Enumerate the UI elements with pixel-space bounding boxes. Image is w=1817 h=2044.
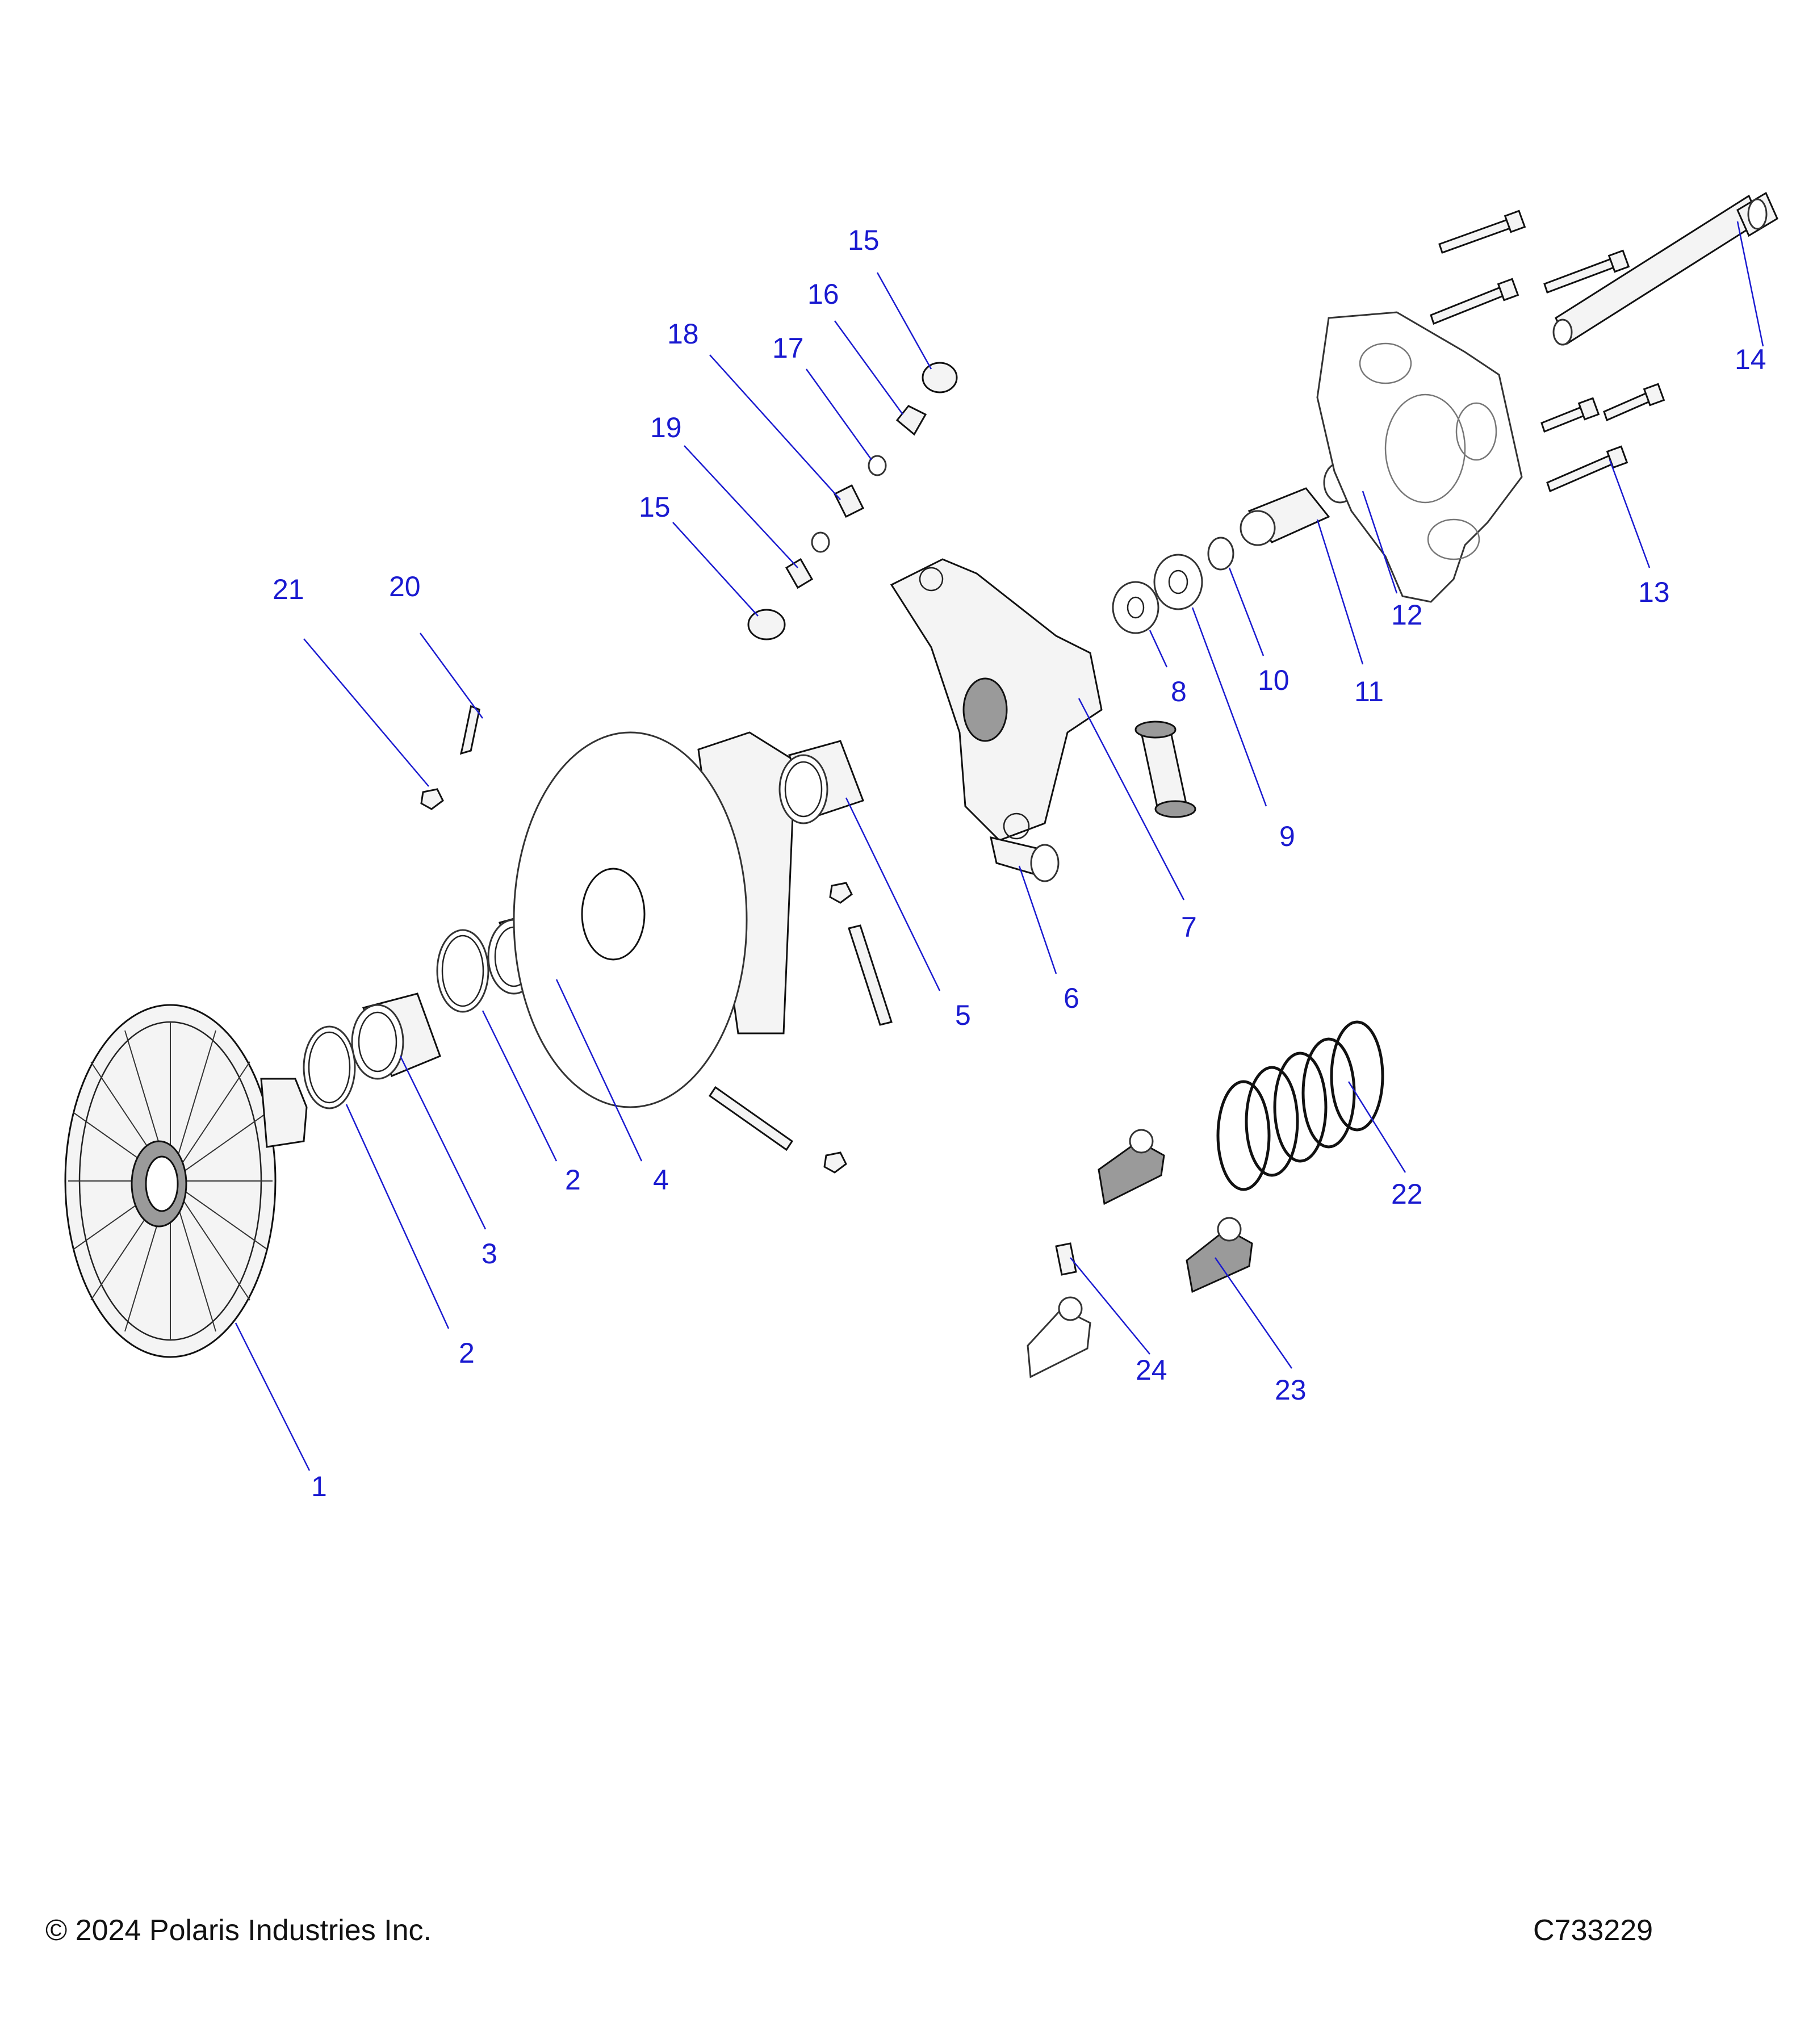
- callout-15-upper: 15: [848, 224, 880, 256]
- callout-19: 19: [650, 412, 682, 443]
- callout-17: 17: [772, 332, 804, 364]
- bushing-3: [351, 992, 441, 1080]
- callout-8: 8: [1171, 676, 1187, 707]
- callout-labels: 1 2 3 2 4 5 6 7 8 9 10 11 12 13 14 15 16…: [273, 224, 1766, 1502]
- cap-15-upper: [922, 362, 958, 393]
- washer-9: [1153, 554, 1203, 610]
- callout-2-lower: 2: [459, 1337, 475, 1369]
- callout-11: 11: [1354, 676, 1384, 707]
- drawing-number: C733229: [1533, 1914, 1653, 1947]
- callout-12: 12: [1391, 599, 1423, 631]
- weight-upper: [1098, 1129, 1165, 1205]
- callout-2-upper: 2: [565, 1164, 581, 1196]
- cover-plate: [1316, 311, 1523, 603]
- washer-8: [1112, 581, 1159, 634]
- roller-pin-6: [990, 836, 1060, 882]
- callout-5: 5: [955, 999, 971, 1031]
- bushing-5: [778, 740, 864, 824]
- callout-18: 18: [667, 318, 699, 350]
- pin-lower: [708, 1086, 794, 1151]
- cap-15-lower: [747, 609, 786, 640]
- nut-lower: [823, 1151, 847, 1174]
- pin-16: [895, 405, 927, 436]
- spider-7: [890, 558, 1103, 841]
- callout-10: 10: [1258, 664, 1290, 696]
- copyright-text: © 2024 Polaris Industries Inc.: [45, 1914, 432, 1947]
- callout-24: 24: [1136, 1354, 1167, 1386]
- pin-24: [1055, 1242, 1077, 1276]
- sleeve-19: [785, 558, 814, 589]
- ring-2-lower: [303, 1025, 356, 1109]
- callout-6: 6: [1064, 982, 1079, 1014]
- pin-20: [459, 705, 480, 755]
- leader-lines: [235, 221, 1764, 1471]
- nut-21: [420, 788, 444, 810]
- shaft-11: [1240, 487, 1330, 546]
- callout-22: 22: [1391, 1178, 1423, 1210]
- ring-10: [1207, 537, 1234, 571]
- roller-pin: [1134, 721, 1196, 818]
- washer-19: [811, 531, 830, 553]
- callout-20: 20: [389, 571, 421, 602]
- callout-16: 16: [807, 278, 839, 310]
- callout-4: 4: [653, 1164, 669, 1196]
- callout-7: 7: [1181, 911, 1197, 943]
- callout-3: 3: [482, 1238, 497, 1270]
- callout-1: 1: [311, 1471, 327, 1502]
- sleeve-18: [833, 484, 865, 518]
- callout-9: 9: [1279, 820, 1295, 852]
- pin-long: [848, 924, 893, 1026]
- callout-15-lower: 15: [639, 491, 671, 523]
- nut-upper: [829, 882, 853, 904]
- callout-13: 13: [1638, 576, 1670, 608]
- bolts-13: [1430, 210, 1665, 493]
- washer-17: [868, 455, 887, 476]
- fixed-sheave: [64, 1004, 308, 1358]
- callout-21: 21: [273, 573, 304, 605]
- weight-23: [1186, 1217, 1253, 1293]
- weight-24-ghost: [1027, 1296, 1091, 1379]
- callout-14: 14: [1735, 344, 1766, 375]
- shaft-14: [1552, 191, 1778, 346]
- callout-23: 23: [1275, 1374, 1307, 1406]
- movable-sheave: [513, 731, 796, 1108]
- spring-22: [1216, 1020, 1384, 1191]
- ring-2-upper: [436, 929, 489, 1013]
